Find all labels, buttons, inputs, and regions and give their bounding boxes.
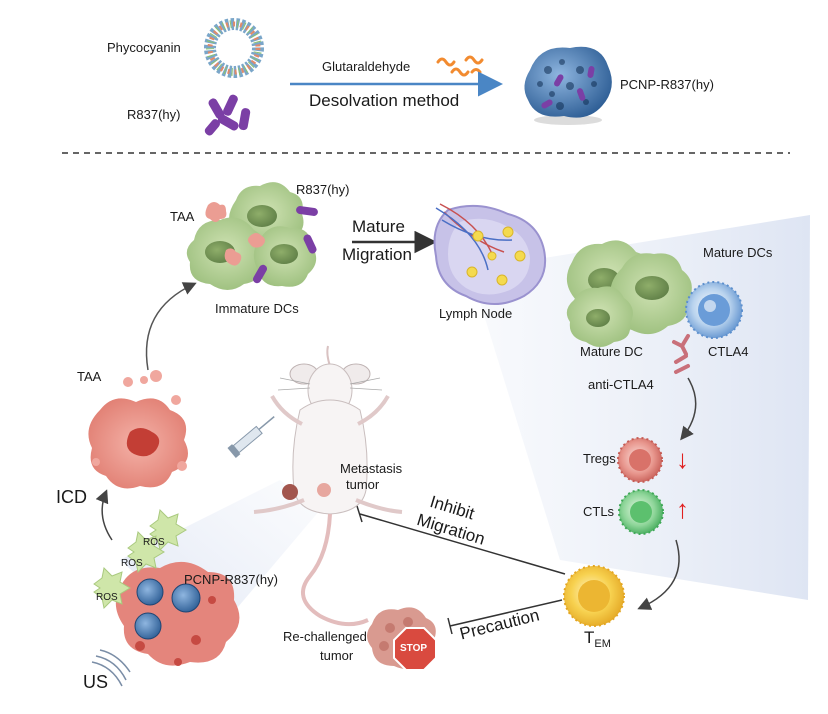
ctl-to-tem-arrow xyxy=(637,539,680,610)
r837-molecule-icon xyxy=(204,94,251,136)
glutaraldehyde-label: Glutaraldehyde xyxy=(322,59,411,74)
ctls-label: CTLs xyxy=(583,504,615,519)
pcnp-product-label: PCNP-R837(hy) xyxy=(620,77,714,92)
migration-label: Migration xyxy=(342,245,412,264)
tregs-down-arrow-icon: ↓ xyxy=(676,444,689,474)
tregs-label: Tregs xyxy=(583,451,616,466)
ros-burst-icon xyxy=(93,508,187,610)
ctls-up-arrow-icon: ↑ xyxy=(676,494,689,524)
metastasis-label-line1: Metastasis xyxy=(340,461,403,476)
ctla4-label: CTLA4 xyxy=(708,344,749,359)
phycocyanin-ring-icon xyxy=(204,18,264,78)
icd-label: ICD xyxy=(56,487,87,507)
mature-dcs-label: Mature DCs xyxy=(703,245,773,260)
pcnp-tumor-label: PCNP-R837(hy) xyxy=(184,572,278,587)
immature-dcs-label: Immature DCs xyxy=(215,301,299,316)
ros-label-1: ROS xyxy=(143,537,165,548)
icd-arrow xyxy=(95,489,113,541)
ctla4-t-cell xyxy=(685,281,743,339)
rechallenged-label-line2: tumor xyxy=(320,648,354,663)
syringe-icon xyxy=(227,416,275,458)
r837-dc-label: R837(hy) xyxy=(296,182,350,197)
mouse-icon xyxy=(253,345,403,627)
rechallenged-label-line1: Re-challenged xyxy=(283,629,367,644)
taa-to-dc-arrow xyxy=(145,282,197,371)
immature-dc-cluster xyxy=(186,182,318,290)
ultrasound-icon xyxy=(91,649,131,687)
tumor-taa-icon xyxy=(88,370,188,489)
tem-label: TEM xyxy=(584,628,611,650)
lymph-node-label: Lymph Node xyxy=(439,306,513,321)
desolvation-method-label: Desolvation method xyxy=(309,91,460,110)
phycocyanin-label: Phycocyanin xyxy=(107,40,181,55)
tem-subscript: EM xyxy=(594,638,611,650)
us-label: US xyxy=(83,672,109,692)
taa-tumor-label: TAA xyxy=(77,369,102,384)
taa-dc-label: TAA xyxy=(170,209,195,224)
lymph-node-icon xyxy=(433,203,546,305)
r837-label: R837(hy) xyxy=(127,107,181,122)
metastasis-label-line2: tumor xyxy=(346,477,380,492)
tem-cell xyxy=(563,565,625,627)
tem-main-text: T xyxy=(584,628,595,647)
treated-tumor-icon xyxy=(115,561,240,666)
stop-sign-icon xyxy=(393,627,437,671)
ros-label-3: ROS xyxy=(96,592,118,603)
nanoparticle-icon xyxy=(524,46,612,125)
precaution-line xyxy=(447,599,563,635)
mature-dc-cluster xyxy=(566,240,692,347)
inhibit-migration-line xyxy=(356,505,566,575)
mature-label: Mature xyxy=(352,217,405,236)
treg-cell xyxy=(617,437,663,483)
mature-dc-label: Mature DC xyxy=(580,344,643,359)
anti-ctla4-label: anti-CTLA4 xyxy=(588,377,654,392)
stop-label: STOP xyxy=(400,643,428,654)
ctl-cell xyxy=(618,489,664,535)
glutaraldehyde-icon xyxy=(436,55,484,77)
ros-label-2: ROS xyxy=(121,558,143,569)
ctla4-to-tregs-arrow xyxy=(680,377,697,441)
anti-ctla4-antibody-icon xyxy=(672,334,690,374)
